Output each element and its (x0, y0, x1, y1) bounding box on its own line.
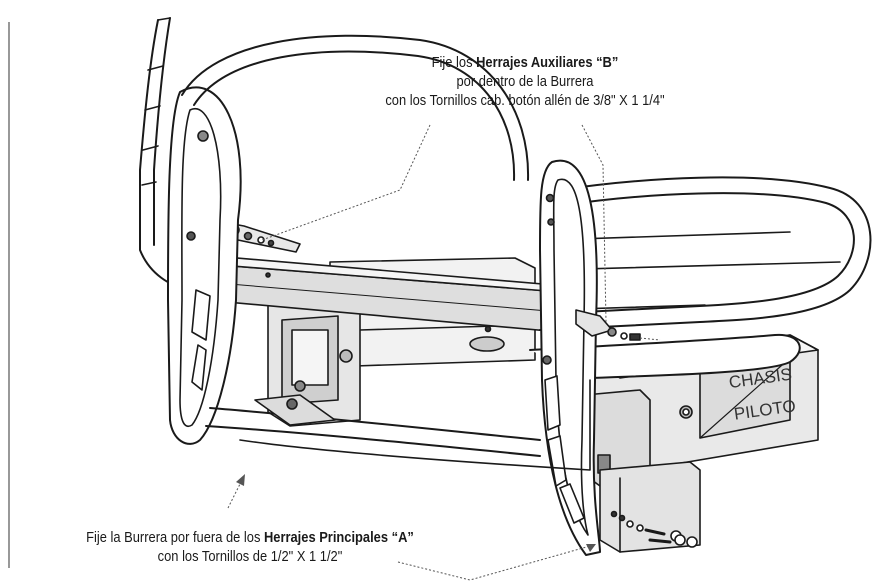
callout-b-line1: Fije los Herrajes Auxiliares “B” (332, 53, 719, 72)
callout-b-line2: por dentro de la Burrera (456, 73, 594, 90)
callout-b-prefix: Fije los (431, 54, 477, 71)
leader-line-a-right (397, 545, 591, 581)
lower-tube (205, 379, 591, 471)
arrow-icon (236, 474, 245, 486)
callout-main-brackets: Fije la Burrera por fuera de los Herraje… (52, 528, 448, 566)
callout-a-bold: Herrajes Principales “A” (263, 529, 414, 546)
grille-guard-left (139, 17, 242, 445)
leader-line-b-right (581, 124, 607, 323)
callout-a-line2: con los Tornillos de 1/2" X 1 1/2" (157, 548, 343, 565)
arrow-icon (586, 544, 596, 552)
top-hoop (181, 34, 530, 181)
leader-line-b-left (261, 124, 431, 241)
callout-b-line3: con los Tornillos cab. botón allén de 3/… (385, 92, 665, 109)
main-bracket-bolts (610, 510, 698, 548)
leader-line-a-left (227, 479, 243, 509)
callout-auxiliary-brackets: Fije los Herrajes Auxiliares “B” por den… (332, 53, 719, 110)
leader-line-b-bolt (639, 337, 661, 341)
callout-a-prefix: Fije la Burrera por fuera de los (86, 529, 264, 546)
callout-b-bold: Herrajes Auxiliares “B” (476, 54, 619, 71)
callout-a-line1: Fije la Burrera por fuera de los Herraje… (52, 528, 448, 547)
grille-guard-right (529, 159, 872, 556)
